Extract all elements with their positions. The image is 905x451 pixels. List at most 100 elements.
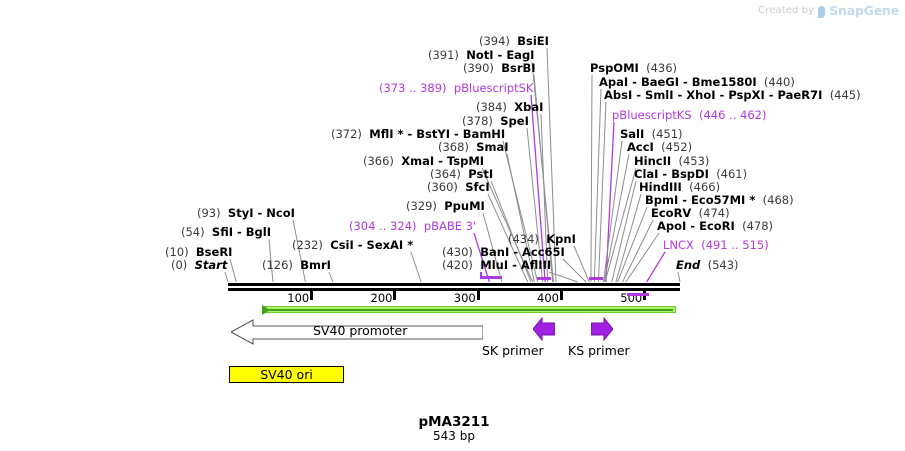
leader-line-clai-bspdi <box>611 180 637 283</box>
leader-line-bpmi-eco57mi <box>617 206 648 283</box>
ruler-label: 200 <box>370 291 393 305</box>
enzyme-name: BsiEI <box>517 34 549 48</box>
leader-line-pbluescriptsk <box>530 94 546 283</box>
enzyme-position: (390) <box>463 61 494 75</box>
enzyme-position: (391) <box>428 48 459 62</box>
ks-primer-arrow[interactable] <box>591 317 613 341</box>
enzyme-label-psti[interactable]: (364) PstI <box>430 168 493 180</box>
leader-line-sfci <box>487 193 529 283</box>
sv40-promoter-arrow[interactable] <box>231 319 483 345</box>
enzyme-label-absi-smli-xhoi-pspxi-paer7i[interactable]: AbsI - SmlI - XhoI - PspXI - PaeR7I (445… <box>604 89 861 101</box>
enzyme-label-clai-bspdi[interactable]: ClaI - BspDI (461) <box>634 168 747 180</box>
sv40-ori-feature[interactable]: SV40 ori <box>229 366 344 383</box>
enzyme-label-bmri[interactable]: (126) BmrI <box>262 259 331 271</box>
enzyme-label-bseri[interactable]: (10) BseRI <box>165 246 232 258</box>
leader-line-ppumi <box>482 212 503 283</box>
enzyme-label-end[interactable]: End (543) <box>676 259 739 271</box>
enzyme-label-xmai-tspmi[interactable]: (366) XmaI - TspMI <box>363 155 484 167</box>
enzyme-label-xbai[interactable]: (384) XbaI <box>476 101 543 113</box>
leader-line-pbluescriptks <box>605 121 615 283</box>
green-feature-arrow-head-icon <box>262 304 270 315</box>
enzyme-label-apoi-ecori[interactable]: ApoI - EcoRI (478) <box>657 220 773 232</box>
enzyme-name: HindIII <box>639 180 682 194</box>
enzyme-label-sali[interactable]: SalI (451) <box>620 128 683 140</box>
enzyme-label-pbluescriptsk[interactable]: (373 .. 389) pBluescriptSK <box>379 82 533 94</box>
leader-line-bseri <box>229 258 237 283</box>
feature-bar-lncx <box>627 293 649 296</box>
enzyme-name: AccI <box>627 140 654 154</box>
enzyme-label-lncx[interactable]: LNCX (491 .. 515) <box>663 239 769 251</box>
enzyme-name: BpmI - Eco57MI * <box>645 193 756 207</box>
enzyme-label-mlui-afliii[interactable]: (420) MluI - AflIII <box>442 259 551 271</box>
enzyme-label-sfci[interactable]: (360) SfcI <box>427 181 490 193</box>
enzyme-name: XmaI - TspMI <box>401 154 485 168</box>
enzyme-position: (430) <box>442 245 473 259</box>
enzyme-position: (373 .. 389) <box>379 81 447 95</box>
enzyme-name: KpnI <box>546 232 576 246</box>
sv40-promoter-label: SV40 promoter <box>313 323 408 338</box>
enzyme-position: (452) <box>661 140 693 154</box>
enzyme-name: PspOMI <box>590 61 639 75</box>
ruler-label: 100 <box>287 291 310 305</box>
enzyme-name: XbaI <box>514 100 544 114</box>
enzyme-label-styi-ncoi[interactable]: (93) StyI - NcoI <box>197 207 295 219</box>
enzyme-label-start[interactable]: (0) Start <box>171 259 227 271</box>
enzyme-position: (468) <box>762 193 794 207</box>
enzyme-name: ClaI - BspDI <box>634 167 709 181</box>
enzyme-label-smai[interactable]: (368) SmaI <box>438 141 509 153</box>
enzyme-name: Start <box>194 258 228 272</box>
enzyme-label-apai-baegi-bme1580i[interactable]: ApaI - BaeGI - Bme1580I (440) <box>599 76 795 88</box>
feature-bar-pbabe3-stem <box>480 272 482 279</box>
enzyme-position: (360) <box>427 180 458 194</box>
plasmid-size: 543 bp <box>433 429 475 443</box>
enzyme-name: LNCX <box>663 238 694 252</box>
enzyme-label-ppumi[interactable]: (329) PpuMI <box>406 200 485 212</box>
enzyme-label-sfii-bgli[interactable]: (54) SfiI - BglI <box>181 226 271 238</box>
dna-backbone-bottom <box>228 288 680 291</box>
leader-line-bani-acc65i <box>562 258 587 283</box>
snapgene-watermark: Created by SnapGene <box>758 3 899 18</box>
enzyme-label-pbabe3[interactable]: (304 .. 324) pBABE 3' <box>349 220 476 232</box>
feature-bar-pbluescriptsk <box>537 277 551 280</box>
sk-primer-label: SK primer <box>482 343 544 358</box>
leader-line-styi-ncoi <box>292 219 306 283</box>
ruler-tick <box>310 291 314 300</box>
enzyme-label-bsrbi[interactable]: (390) BsrBI <box>463 62 536 74</box>
enzyme-position: (466) <box>689 180 721 194</box>
enzyme-label-acci[interactable]: AccI (452) <box>627 141 692 153</box>
enzyme-name: HincII <box>634 154 672 168</box>
enzyme-label-kpni[interactable]: (434) KpnI <box>508 233 576 245</box>
enzyme-name: StyI - NcoI <box>227 206 295 220</box>
leader-line-smai <box>506 153 535 283</box>
enzyme-position: (384) <box>476 100 507 114</box>
enzyme-position: (378) <box>462 114 493 128</box>
enzyme-position: (440) <box>763 75 795 89</box>
enzyme-label-pspomi[interactable]: PspOMI (436) <box>590 62 677 74</box>
enzyme-position: (445) <box>829 88 861 102</box>
leader-line-kpni <box>573 245 590 283</box>
enzyme-name: NotI - EagI <box>466 48 535 62</box>
ks-primer-label: KS primer <box>568 343 630 358</box>
enzyme-position: (0) <box>171 258 188 272</box>
sv40-ori-label: SV40 ori <box>260 367 313 382</box>
enzyme-label-bsiei[interactable]: (394) BsiEI <box>479 35 549 47</box>
enzyme-label-bpmi-eco57mi[interactable]: BpmI - Eco57MI * (468) <box>645 194 794 206</box>
sk-primer-arrow[interactable] <box>533 317 555 341</box>
enzyme-position: (54) <box>181 225 205 239</box>
enzyme-label-noti-eagi[interactable]: (391) NotI - EagI <box>428 49 534 61</box>
enzyme-name: pBluescriptKS <box>612 108 692 122</box>
enzyme-label-spei[interactable]: (378) SpeI <box>462 115 529 127</box>
enzyme-position: (420) <box>442 258 473 272</box>
enzyme-name: AbsI - SmlI - XhoI - PspXI - PaeR7I <box>604 88 823 102</box>
enzyme-label-pbluescriptks[interactable]: pBluescriptKS (446 .. 462) <box>612 109 766 121</box>
enzyme-label-hindiii[interactable]: HindIII (466) <box>639 181 720 193</box>
enzyme-label-mfli-bstyi-bamhi[interactable]: (372) MflI * - BstYI - BamHI <box>331 128 505 140</box>
enzyme-label-hincii[interactable]: HincII (453) <box>634 155 709 167</box>
leader-line-bsiei <box>546 47 557 283</box>
enzyme-name: SalI <box>620 127 645 141</box>
enzyme-label-ecorv[interactable]: EcoRV (474) <box>651 207 730 219</box>
enzyme-label-csii-sexai[interactable]: (232) CsiI - SexAI * <box>292 239 413 251</box>
enzyme-name: ApoI - EcoRI <box>657 219 735 233</box>
enzyme-label-bani-acc65i[interactable]: (430) BanI - Acc65I <box>442 246 565 258</box>
